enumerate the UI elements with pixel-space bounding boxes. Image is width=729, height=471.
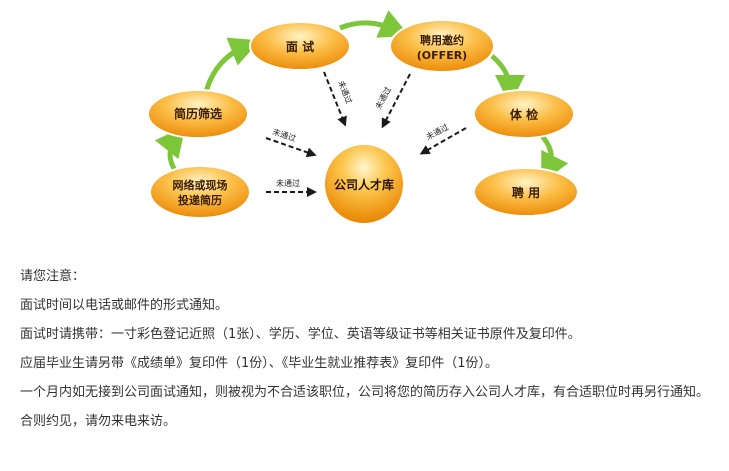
reject-label-offer: 未通过 [373,85,393,111]
node-talent-pool: 公司人才库 [323,143,405,225]
notes-line-talent-pool: 一个月内如无接到公司面试通知，则被视为不合适该职位，公司将您的简历存入公司人才库… [20,385,710,400]
flow-arrow-screening-to-interview [203,37,260,93]
svg-text:体 检: 体 检 [510,107,538,122]
node-online-application: 网络或现场 投递简历 [149,165,251,219]
node-offer: 聘用邀约 (OFFER) [389,19,495,73]
reject-label-online: 未通过 [276,178,300,188]
recruitment-flow-diagram: 未通过 未通过 未通过 未通过 未通过 网络或现场 投递简历 简历筛选 面 试 … [147,10,579,225]
svg-text:公司人才库: 公司人才库 [334,177,394,192]
reject-label-interview: 未通过 [336,79,354,105]
flow-arrow-online-to-screening [154,126,186,174]
notes-line-interview-notice: 面试时间以电话或邮件的形式通知。 [20,298,229,313]
notes-line-no-calls: 合则约见，请勿来电来访。 [20,414,177,429]
svg-text:简历筛选: 简历筛选 [174,106,222,121]
reject-arrow-interview [323,71,347,127]
notes-heading: 请您注意： [20,269,86,284]
node-medical-checkup: 体 检 [473,89,575,139]
notes-line-documents: 面试时请携带：一寸彩色登记近照（1张）、学历、学位、英语等级证书等相关证书原件及… [20,327,581,342]
svg-text:聘用邀约: 聘用邀约 [420,33,464,47]
reject-arrow-checkup [419,127,467,155]
reject-arrow-screening [265,137,317,158]
flow-arrow-offer-to-checkup [490,54,525,105]
node-interview: 面 试 [249,21,351,71]
flow-arrow-interview-to-offer [339,10,410,38]
node-resume-screening: 简历筛选 [147,89,249,139]
notes-section: 请您注意： 面试时间以电话或邮件的形式通知。 面试时请携带：一寸彩色登记近照（1… [20,262,720,436]
flow-arrow-checkup-to-hire [538,132,569,184]
svg-text:聘 用: 聘 用 [512,185,540,200]
svg-text:面 试: 面 试 [286,39,314,54]
node-hire: 聘 用 [473,167,579,217]
reject-label-checkup: 未通过 [424,122,450,142]
reject-arrow-offer [381,73,411,129]
svg-text:(OFFER): (OFFER) [417,49,467,62]
notes-line-graduates: 应届毕业生请另带《成绩单》复印件（1份）、《毕业生就业推荐表》复印件（1份）。 [20,356,499,371]
svg-text:投递简历: 投递简历 [178,193,222,207]
svg-text:网络或现场: 网络或现场 [173,178,228,192]
